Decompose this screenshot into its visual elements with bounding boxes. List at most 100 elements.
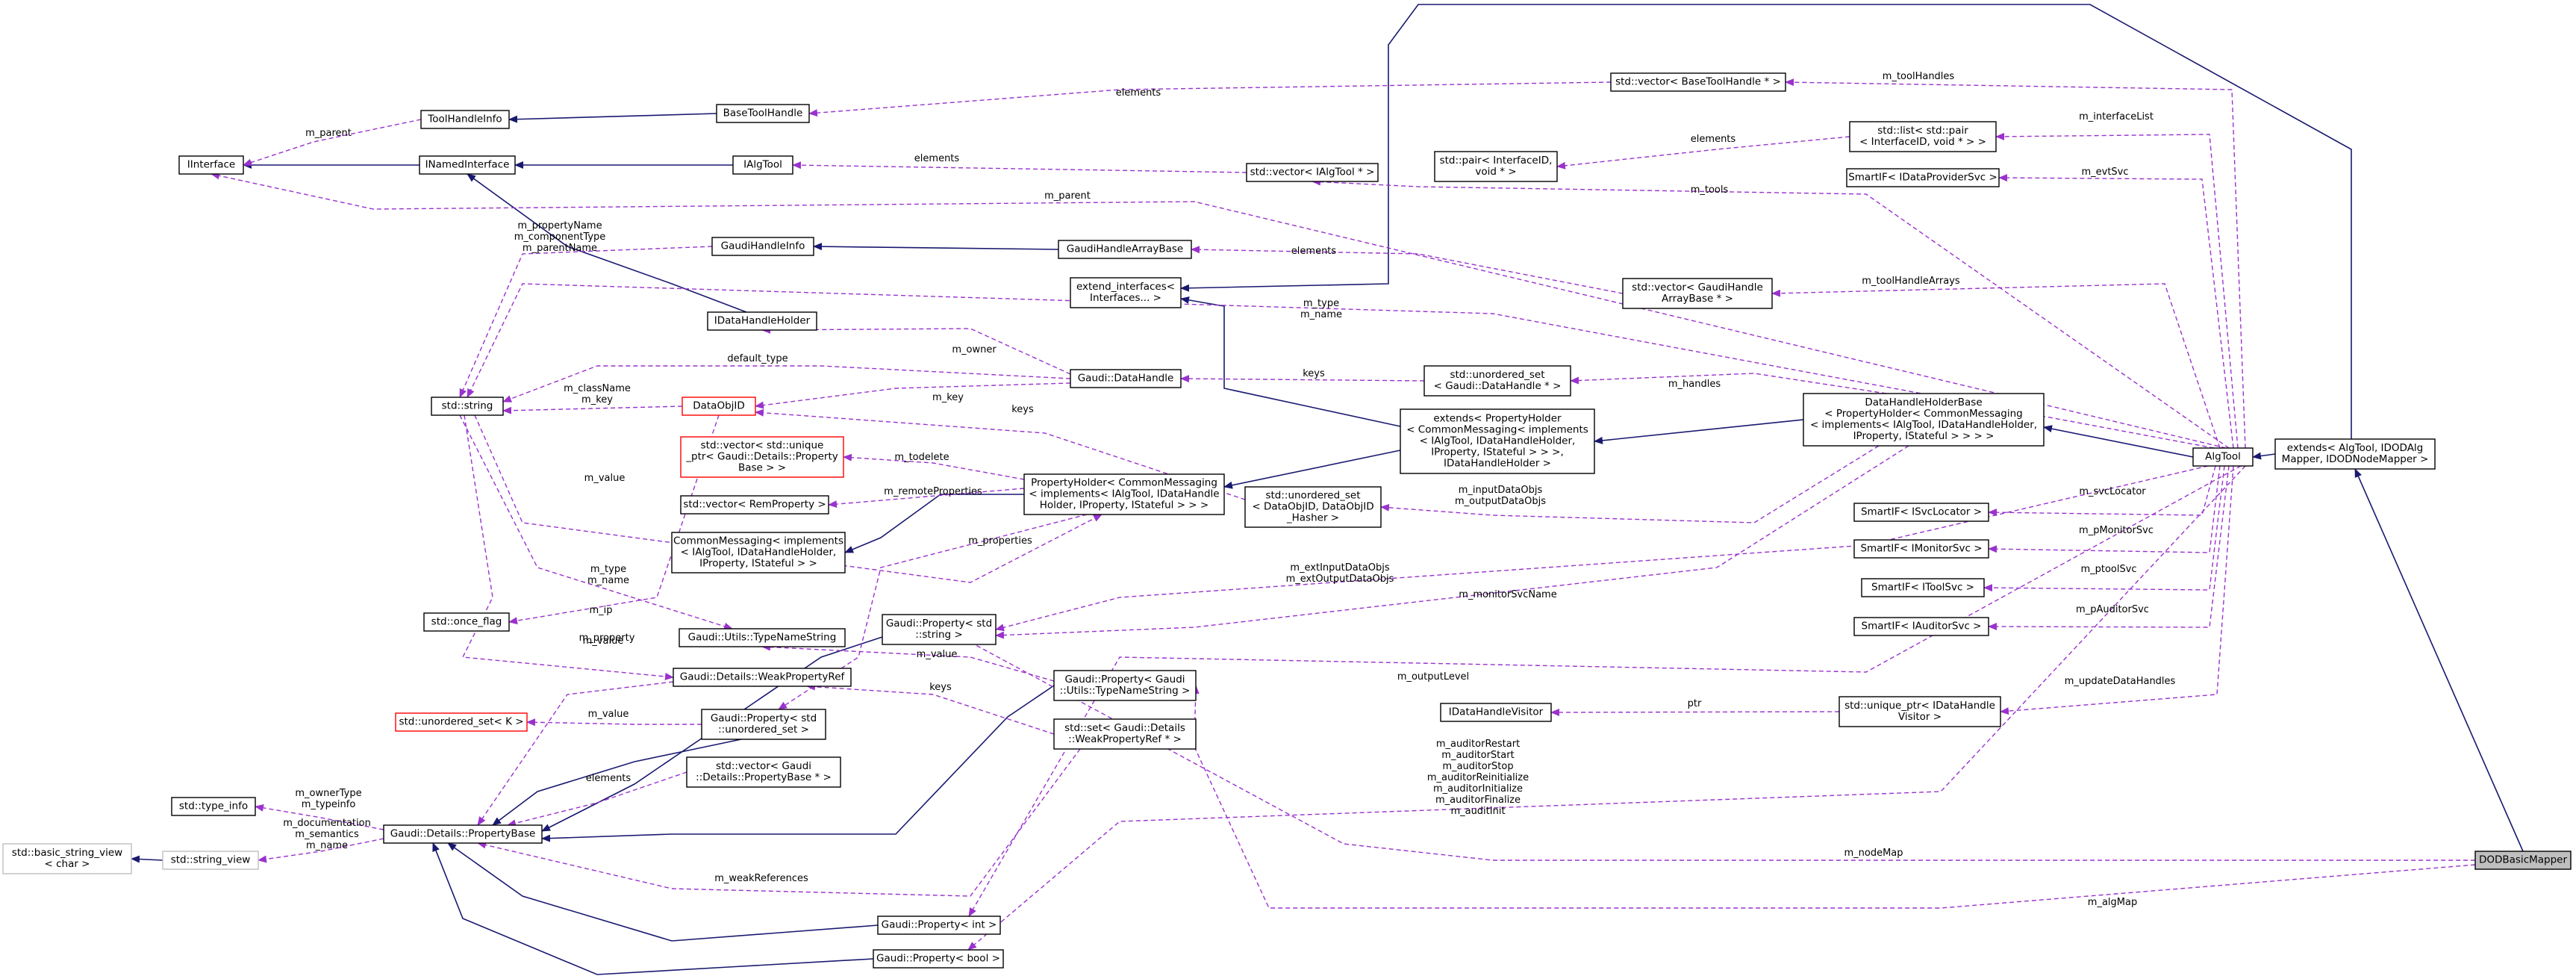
edge-label-m-ptoolSvc: m_ptoolSvc — [2080, 564, 2136, 575]
class-box — [673, 668, 852, 687]
usage-edge — [995, 465, 2209, 632]
class-node-typenamestring[interactable]: Gaudi::Utils::TypeNameString — [679, 628, 846, 647]
class-node-weakpropref[interactable]: Gaudi::Details::WeakPropertyRef — [673, 668, 852, 687]
class-node-vec-propbase[interactable]: std::vector< Gaudi::Details::PropertyBas… — [686, 756, 841, 788]
class-box — [682, 397, 756, 416]
class-node-extend-interfaces[interactable]: extend_interfaces<Interfaces... > — [1070, 277, 1182, 308]
class-node-ialgtool[interactable]: IAlgTool — [732, 155, 793, 175]
usage-edge — [1180, 375, 1425, 383]
class-node-commonmessaging[interactable]: CommonMessaging< implements< IAlgTool, I… — [671, 532, 846, 574]
edge-label-elements-vpb: elements — [586, 773, 631, 784]
class-node-vec-unique-ptr[interactable]: std::vector< std::unique_ptr< Gaudi::Det… — [680, 436, 844, 478]
inheritance-edge — [2043, 425, 2194, 458]
edge-label-keys-set: keys — [929, 682, 952, 693]
usage-edge — [1998, 174, 2234, 449]
class-node-gaudihandlearraybase[interactable]: GaudiHandleArrayBase — [1058, 240, 1192, 259]
class-node-idatahandleholder[interactable]: IDataHandleHolder — [707, 311, 817, 331]
class-node-basic-string-view[interactable]: std::basic_string_view< char > — [2, 843, 132, 874]
class-node-basetoolhandle[interactable]: BaseToolHandle — [716, 104, 810, 123]
class-node-prop-unordered-set[interactable]: Gaudi::Property< std::unordered_set > — [701, 709, 826, 740]
class-node-smartif-dataprovider[interactable]: SmartIF< IDataProviderSvc > — [1846, 168, 2000, 187]
usage-edge — [1380, 445, 1880, 523]
edge-label-elements-iat: elements — [914, 153, 960, 164]
edge-label-m-tools: m_tools — [1691, 184, 1729, 196]
class-box — [2, 843, 132, 874]
class-box — [420, 110, 510, 129]
class-node-gaudihandleinfo[interactable]: GaudiHandleInfo — [711, 237, 814, 256]
class-node-extends-propholder[interactable]: extends< PropertyHolder< CommonMessaging… — [1400, 408, 1595, 474]
class-name: extend_interfaces<Interfaces... > — [1076, 281, 1175, 304]
class-node-unordered-set-dh[interactable]: std::unordered_set< Gaudi::DataHandle * … — [1423, 365, 1571, 397]
class-name: extends< PropertyHolder< CommonMessaging… — [1406, 413, 1588, 470]
class-box — [395, 712, 528, 732]
class-name: Gaudi::Property< Gaudi::Utils::TypeNameS… — [1060, 674, 1191, 697]
class-node-smartif-monitor[interactable]: SmartIF< IMonitorSvc > — [1853, 539, 1989, 559]
class-box — [178, 155, 244, 175]
class-box — [2274, 438, 2436, 470]
inheritance-edge — [2354, 468, 2524, 852]
class-node-dataobjid[interactable]: DataObjID — [682, 397, 756, 416]
edge-label-m-value-uset: m_value — [588, 709, 629, 720]
class-name: std::once_flag — [431, 616, 502, 628]
class-box — [1400, 408, 1595, 474]
class-box — [1861, 578, 1985, 597]
class-node-set-weakpropref[interactable]: std::set< Gaudi::Details::WeakPropertyRe… — [1053, 718, 1197, 750]
class-node-once-flag[interactable]: std::once_flag — [423, 612, 510, 632]
class-node-prop-int[interactable]: Gaudi::Property< int > — [877, 916, 1001, 935]
usage-edge — [1988, 465, 2230, 631]
class-node-list-pair[interactable]: std::list< std::pair< InterfaceID, void … — [1849, 121, 1997, 152]
class-node-stdstring[interactable]: std::string — [431, 397, 504, 416]
class-name: std::list< std::pair< InterfaceID, void … — [1859, 125, 1986, 148]
usage-edge — [461, 414, 674, 680]
class-node-algtool[interactable]: AlgTool — [2192, 447, 2254, 467]
class-name: std::basic_string_view< char > — [12, 847, 122, 870]
class-box — [1070, 277, 1182, 308]
edge-label-m-key: m_key — [932, 392, 964, 403]
class-node-dodbasicmapper[interactable]: DODBasicMapper — [2474, 851, 2572, 870]
edge-label-elements-pair: elements — [1691, 134, 1736, 145]
class-name: std::vector< Gaudi::Details::PropertyBas… — [696, 760, 832, 783]
class-node-propertyholder[interactable]: PropertyHolder< CommonMessaging< impleme… — [1023, 473, 1225, 515]
class-node-prop-string[interactable]: Gaudi::Property< std::string > — [882, 614, 997, 645]
class-name: CommonMessaging< implements< IAlgTool, I… — [673, 535, 843, 570]
class-node-smartif-toolsvc[interactable]: SmartIF< IToolSvc > — [1861, 578, 1985, 597]
class-node-unordered-set-dataobjid[interactable]: std::unordered_set< DataObjID, DataObjID… — [1244, 486, 1382, 528]
class-node-prop-bool[interactable]: Gaudi::Property< bool > — [873, 949, 1004, 969]
class-name: Gaudi::Property< bool > — [876, 953, 1000, 965]
class-node-smartif-svclocator[interactable]: SmartIF< ISvcLocator > — [1853, 503, 1989, 522]
class-node-datahandle[interactable]: Gaudi::DataHandle — [1070, 369, 1182, 388]
inheritance-edge — [541, 685, 1055, 842]
class-node-smartif-auditor[interactable]: SmartIF< IAuditorSvc > — [1853, 617, 1989, 636]
edge-label-m-pMonitorSvc: m_pMonitorSvc — [2079, 525, 2154, 536]
class-node-string-view[interactable]: std::string_view — [162, 851, 259, 870]
class-node-vec-ialgtool[interactable]: std::vector< IAlgTool * > — [1246, 163, 1379, 182]
class-box — [1839, 696, 2001, 727]
class-node-pair-iid[interactable]: std::pair< InterfaceID,void * > — [1434, 151, 1558, 182]
class-node-vec-basetoolhandle[interactable]: std::vector< BaseToolHandle * > — [1610, 72, 1786, 92]
class-node-prop-tns[interactable]: Gaudi::Property< Gaudi::Utils::TypeNameS… — [1053, 670, 1197, 701]
class-node-propertybase[interactable]: Gaudi::Details::PropertyBase — [383, 824, 543, 844]
class-box — [1070, 369, 1182, 388]
class-node-iinterface[interactable]: IInterface — [178, 155, 244, 175]
class-box — [2474, 851, 2572, 870]
edge-label-m-weakReferences: m_weakReferences — [714, 873, 808, 884]
class-node-unordered-set-k[interactable]: std::unordered_set< K > — [395, 712, 528, 732]
class-node-inamedinterface[interactable]: INamedInterface — [419, 155, 516, 175]
class-node-type-info[interactable]: std::type_info — [171, 797, 256, 816]
class-node-vec-remprop[interactable]: std::vector< RemProperty > — [680, 495, 829, 515]
class-node-idatahandlevisitor[interactable]: IDataHandleVisitor — [1440, 703, 1552, 722]
class-node-datahandleholderbase[interactable]: DataHandleHolderBase< PropertyHolder< Co… — [1803, 393, 2045, 447]
class-name: GaudiHandleArrayBase — [1067, 243, 1183, 255]
usage-edge — [968, 465, 2242, 917]
class-node-toolhandleinfo[interactable]: ToolHandleInfo — [420, 110, 510, 129]
inheritance-edge — [508, 113, 717, 123]
class-box — [2192, 447, 2254, 467]
edge-label-m-value-wpr: m_value — [583, 635, 624, 647]
